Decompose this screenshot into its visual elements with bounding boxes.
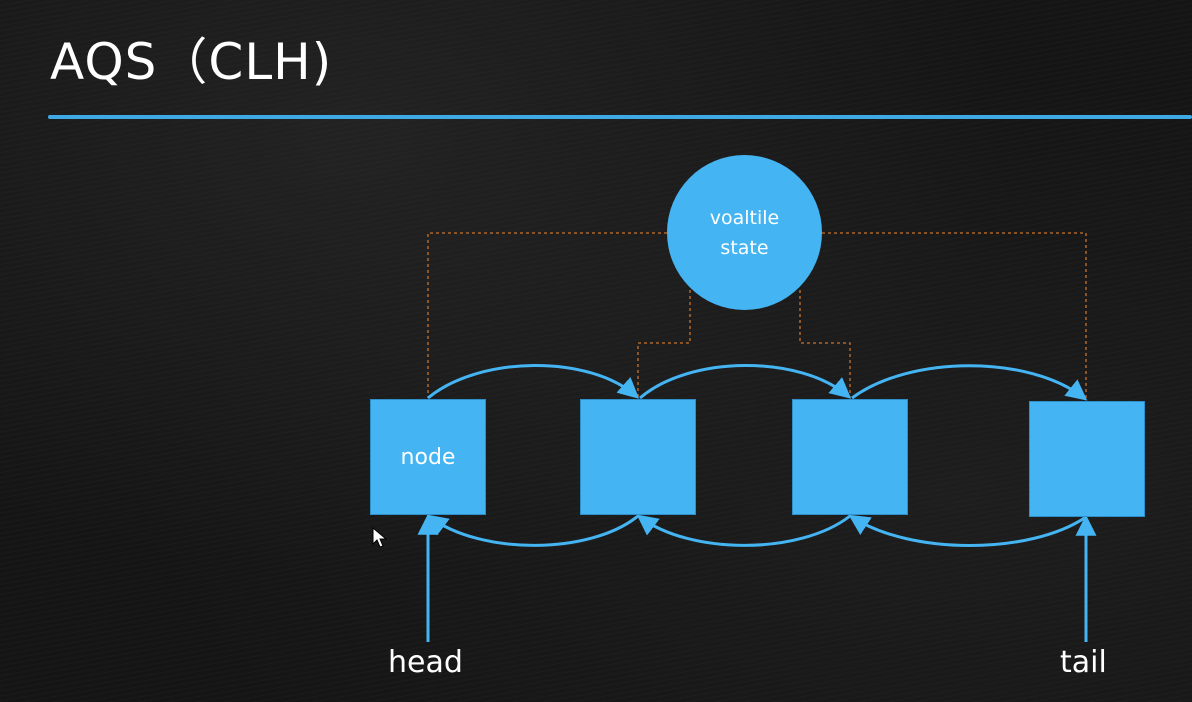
state-links <box>427 232 1087 400</box>
state-link-node2 <box>637 290 691 398</box>
queue-node-1: node <box>370 399 486 515</box>
state-link-node1 <box>427 232 667 398</box>
next-arcs <box>427 364 1088 401</box>
prev-arc-1 <box>426 514 639 547</box>
mouse-cursor-icon <box>372 527 388 548</box>
title-underline <box>48 115 1192 119</box>
state-label-line1: voaltile <box>709 206 780 229</box>
queue-node-3 <box>792 399 908 515</box>
node-label: node <box>400 444 456 470</box>
head-label: head <box>388 645 463 680</box>
volatile-state-circle: voaltile state <box>667 155 822 310</box>
state-link-node4 <box>822 232 1087 400</box>
queue-node-4 <box>1029 401 1145 517</box>
state-label-line2: state <box>720 236 769 259</box>
prev-arcs <box>426 514 1087 547</box>
prev-arc-3 <box>848 514 1087 547</box>
next-arc-1 <box>427 364 640 400</box>
slide-title: AQS（CLH) <box>50 33 333 91</box>
tail-label: tail <box>1060 645 1107 680</box>
queue-node-2 <box>580 399 696 515</box>
state-link-node3 <box>799 290 851 398</box>
prev-arc-2 <box>636 514 851 547</box>
next-arc-2 <box>639 364 852 400</box>
pointers <box>417 513 1097 642</box>
next-arc-3 <box>851 364 1088 401</box>
